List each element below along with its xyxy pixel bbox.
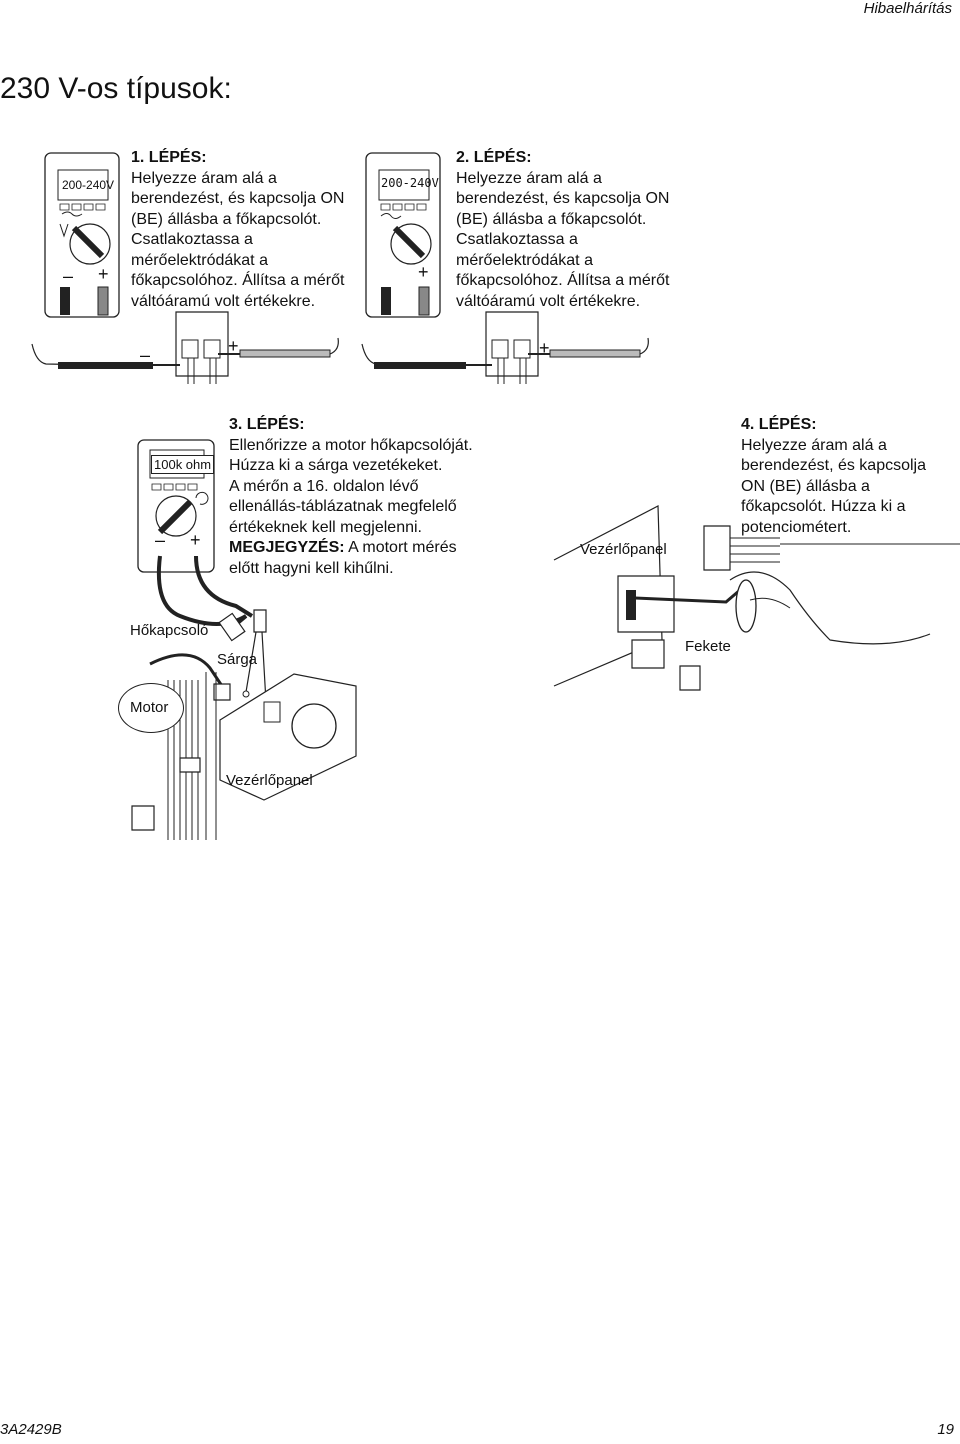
control-board-label-1: Vezérlőpanel bbox=[226, 772, 313, 789]
potentiometer-illustration bbox=[540, 490, 960, 690]
page-number: 19 bbox=[937, 1421, 954, 1438]
meter-2-plus: + bbox=[418, 262, 429, 282]
step-3-note-label: MEGJEGYZÉS: bbox=[229, 539, 345, 556]
meter-2-display: 200-240V bbox=[381, 176, 439, 190]
multimeter-2-illustration bbox=[365, 152, 441, 318]
meter-3-minus: – bbox=[155, 530, 166, 550]
probes-switch-1-illustration bbox=[28, 310, 348, 384]
probe-1-minus: – bbox=[140, 345, 151, 365]
section-header: Hibaelhárítás bbox=[863, 0, 952, 17]
page-title: 230 V-os típusok: bbox=[0, 72, 232, 105]
step-2-heading: 2. LÉPÉS: bbox=[456, 149, 532, 166]
step-3-note: MEGJEGYZÉS: A motort mérés előtt hagyni … bbox=[229, 538, 489, 579]
meter-3-display: 100k ohm bbox=[151, 455, 215, 474]
step-4: 4. LÉPÉS: Helyezze áram alá a berendezés… bbox=[741, 415, 941, 538]
step-3-line: értékeknek kell megjelenni. bbox=[229, 518, 422, 536]
probe-2-plus: + bbox=[539, 338, 550, 358]
multimeter-1-illustration bbox=[44, 152, 120, 318]
thermal-switch-label: Hőkapcsoló bbox=[130, 622, 209, 639]
step-3-note-text: A motort mérés előtt hagyni kell kihűlni… bbox=[229, 539, 457, 577]
step-3-heading: 3. LÉPÉS: bbox=[229, 416, 305, 433]
step-1-heading: 1. LÉPÉS: bbox=[131, 149, 207, 166]
motor-label: Motor bbox=[130, 699, 169, 716]
step-3-line: Húzza ki a sárga vezetékeket. bbox=[229, 457, 443, 474]
doc-number: 3A2429B bbox=[0, 1421, 62, 1438]
control-board-label-2: Vezérlőpanel bbox=[580, 541, 667, 558]
meter-1-display: 200-240V bbox=[62, 178, 115, 192]
step-4-text: Helyezze áram alá a berendezést, és kapc… bbox=[741, 436, 926, 536]
probe-1-plus: + bbox=[228, 336, 239, 356]
meter-1-plus: + bbox=[98, 264, 109, 284]
meter-1-minus: – bbox=[63, 266, 74, 286]
motor-shape bbox=[118, 683, 184, 733]
step-1: 1. LÉPÉS: Helyezze áram alá a berendezés… bbox=[131, 148, 363, 312]
step-4-heading: 4. LÉPÉS: bbox=[741, 416, 817, 433]
meter-3-plus: + bbox=[190, 530, 201, 550]
step-3: 3. LÉPÉS: Ellenőrizze a motor hőkapcsoló… bbox=[229, 415, 529, 579]
step-3-line: ellenállás-táblázatnak megfelelő bbox=[229, 498, 457, 515]
step-2-text: Helyezze áram alá a berendezést, és kapc… bbox=[456, 169, 670, 310]
probes-switch-2-illustration bbox=[360, 310, 660, 384]
black-label: Fekete bbox=[685, 638, 731, 655]
step-3-line: A mérőn a 16. oldalon lévő bbox=[229, 477, 419, 495]
step-2: 2. LÉPÉS: Helyezze áram alá a berendezés… bbox=[456, 148, 684, 312]
step-1-text: Helyezze áram alá a berendezést, és kapc… bbox=[131, 169, 345, 310]
step-3-line: Ellenőrizze a motor hőkapcsolóját. bbox=[229, 436, 473, 454]
yellow-label: Sárga bbox=[217, 651, 258, 668]
